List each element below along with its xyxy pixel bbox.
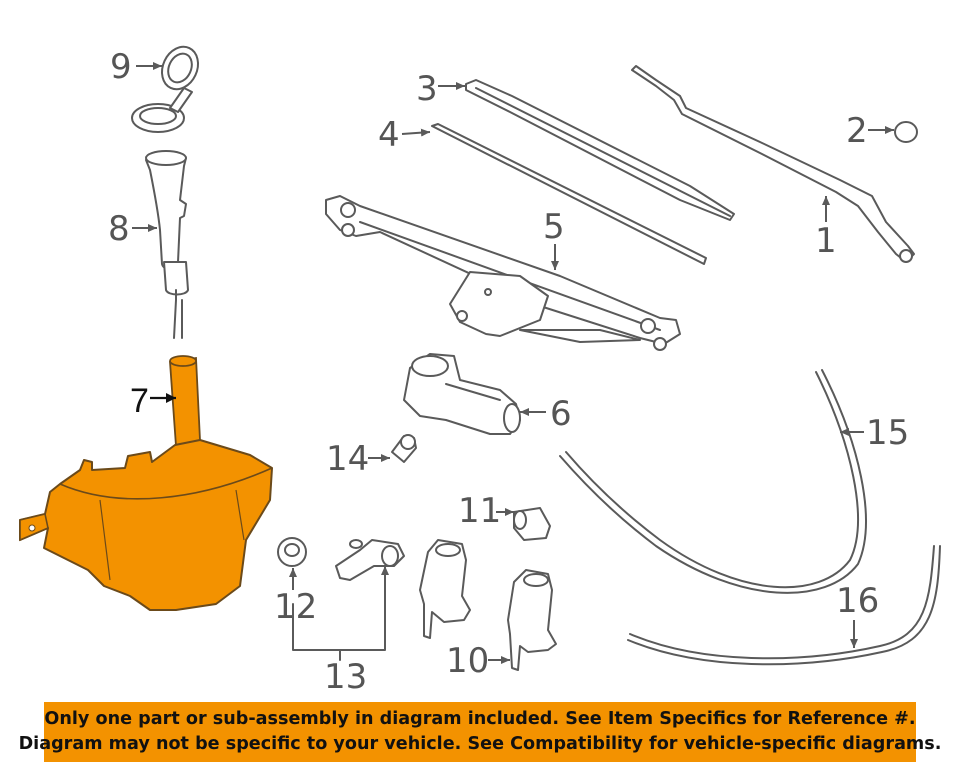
disclaimer-line-2: Diagram may not be specific to your vehi… [18,734,942,754]
washer-hose-part [559,369,867,594]
callout-6: 6 [550,394,572,434]
disclaimer-line-1: Only one part or sub-assembly in diagram… [44,709,916,729]
disclaimer-banner: Only one part or sub-assembly in diagram… [19,702,941,762]
blade-insert-part [431,123,707,265]
callout-3: 3 [416,69,438,109]
callout-2: 2 [846,111,868,151]
wiper-motor-part [403,353,521,435]
wiper-linkage-part [325,195,681,351]
washer-hose-16-part [627,545,941,666]
callout-14: 14 [326,439,369,479]
filler-cap-part [131,45,199,133]
callout-13: 13 [324,657,367,697]
callout-7: 7 [130,382,149,420]
washer-pump-part [419,539,557,671]
reservoir-tank [19,439,273,611]
callout-1: 1 [815,221,837,261]
callout-11: 11 [458,491,501,531]
callout-4-arrow [401,128,431,137]
arm-cap-part [894,121,918,143]
wiper-arm-part [631,65,915,263]
callout-8: 8 [108,209,130,249]
grommet-12-part [277,537,307,567]
callout-9: 9 [110,47,132,87]
wiper-blade-part [465,79,735,221]
filler-neck-part [145,150,189,339]
callout-5: 5 [543,207,565,247]
reservoir-neck [169,356,201,448]
callout-10: 10 [446,641,489,681]
nozzle-13-part [335,539,405,581]
grommet-11-part [513,507,551,541]
callout-15: 15 [866,413,909,453]
washer-reservoir-part [19,355,273,611]
parts-diagram: 9 8 7 3 4 1 2 [19,45,941,697]
callout-12: 12 [274,587,317,627]
clip-part [391,434,417,463]
callout-4: 4 [378,115,400,155]
callout-16: 16 [836,581,879,621]
